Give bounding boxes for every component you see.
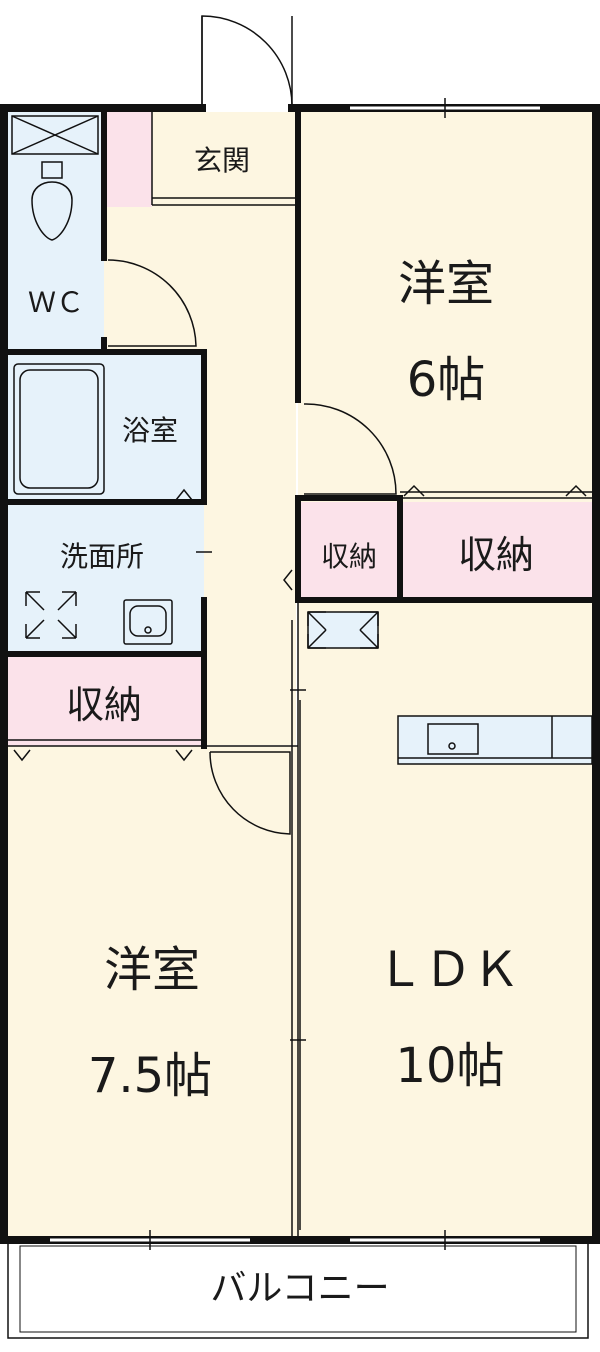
entrance-step — [104, 112, 152, 207]
ldk-vent-icon — [307, 611, 379, 649]
bathtub-icon — [13, 363, 105, 495]
western-room-2-size: 7.5帖 — [88, 1048, 212, 1104]
western-room-2-name: 洋室 — [104, 942, 200, 998]
balcony-label: バルコニー — [210, 1268, 389, 1309]
room1-door-icon — [303, 403, 397, 495]
washer-icon — [25, 591, 77, 639]
wc-room — [8, 112, 104, 352]
storage-markers — [13, 484, 587, 762]
storage-small-room — [298, 502, 400, 600]
washroom-label: 洗面所 — [60, 540, 144, 573]
western-room-1-name: 洋室 — [398, 256, 494, 312]
storage-right-room — [400, 502, 592, 600]
ldk-name: ＬＤＫ — [376, 942, 520, 998]
ldk-size: 10帖 — [395, 1038, 504, 1094]
western-room-1-floor — [298, 112, 592, 502]
room2-door-icon — [209, 751, 291, 835]
western-room-2-floor — [8, 746, 298, 1236]
storage-left-room — [8, 654, 204, 746]
wc-door-icon — [107, 259, 197, 347]
storage-right-label: 収納 — [458, 533, 534, 577]
kitchen-counter-icon — [397, 715, 593, 765]
sink-icon — [123, 599, 173, 645]
western-room-1-size: 6帖 — [407, 352, 486, 408]
bath-room — [8, 352, 204, 502]
storage-left-label: 収納 — [66, 683, 142, 727]
inner-walls — [5, 105, 599, 749]
balcony-inner — [19, 1245, 577, 1333]
storage-small-label: 収納 — [321, 540, 377, 573]
entrance-label: 玄関 — [194, 144, 250, 177]
balcony-floor — [7, 1239, 589, 1339]
bath-label: 浴室 — [122, 414, 178, 447]
wc-label: ＷＣ — [28, 286, 84, 319]
ldk-floor — [298, 600, 592, 1236]
washroom-room — [8, 502, 204, 654]
toilet-icon — [31, 161, 73, 241]
entrance-door-icon — [201, 15, 293, 107]
vent-icon — [11, 115, 99, 155]
